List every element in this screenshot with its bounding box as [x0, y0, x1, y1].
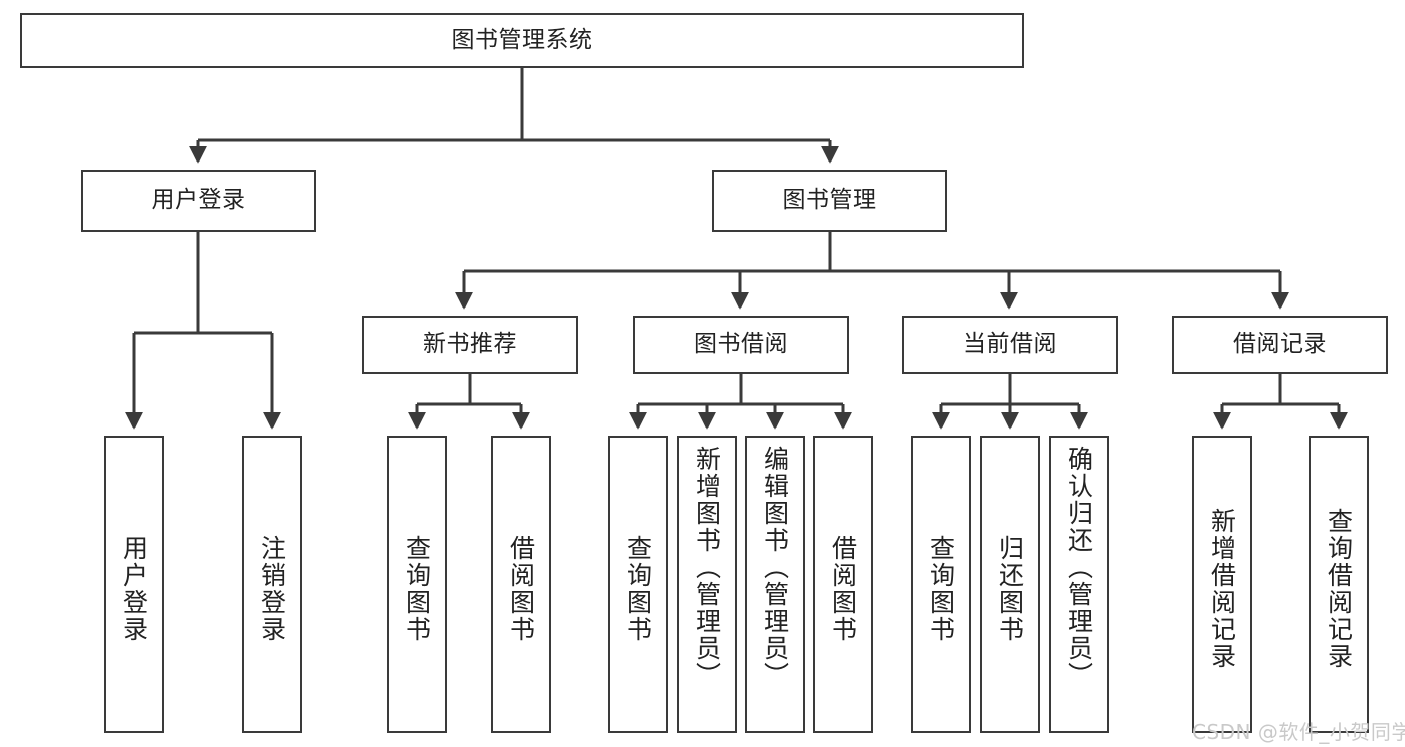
leaf-borrow-book-2[interactable]: 借阅图书	[813, 436, 873, 733]
leaf-query-book-3[interactable]: 查询图书	[911, 436, 971, 733]
leaf-borrow-book-1[interactable]: 借阅图书	[491, 436, 551, 733]
leaf-return-book-label: 归还图书	[995, 534, 1025, 643]
leaf-confirm-return-label: 确认归还（管理员）	[1064, 446, 1094, 689]
leaf-confirm-return[interactable]: 确认归还（管理员）	[1049, 436, 1109, 733]
csdn-watermark: CSDN @软件_小贺同学	[1192, 720, 1405, 744]
node-user-login[interactable]: 用户登录	[81, 170, 316, 232]
leaf-user-login-label: 用户登录	[119, 534, 149, 643]
leaf-user-login[interactable]: 用户登录	[104, 436, 164, 733]
leaf-edit-book-label: 编辑图书（管理员）	[760, 446, 790, 689]
leaf-query-book-1-label: 查询图书	[402, 534, 432, 643]
leaf-query-book-3-label: 查询图书	[926, 534, 956, 643]
leaf-add-book-label: 新增图书（管理员）	[692, 446, 722, 689]
leaf-query-book-2[interactable]: 查询图书	[608, 436, 668, 733]
leaf-add-record[interactable]: 新增借阅记录	[1192, 436, 1252, 733]
node-user-login-label: 用户登录	[151, 187, 246, 214]
leaf-borrow-book-1-label: 借阅图书	[506, 534, 536, 643]
node-new-book-recommend[interactable]: 新书推荐	[362, 316, 578, 374]
node-book-borrow[interactable]: 图书借阅	[633, 316, 849, 374]
node-root-label: 图书管理系统	[451, 26, 593, 53]
leaf-query-book-2-label: 查询图书	[623, 534, 653, 643]
node-borrow-record-label: 借阅记录	[1233, 331, 1327, 358]
leaf-return-book[interactable]: 归还图书	[980, 436, 1040, 733]
leaf-logout[interactable]: 注销登录	[242, 436, 302, 733]
leaf-add-book[interactable]: 新增图书（管理员）	[677, 436, 737, 733]
node-new-book-recommend-label: 新书推荐	[423, 331, 517, 358]
leaf-query-record[interactable]: 查询借阅记录	[1309, 436, 1369, 733]
leaf-borrow-book-2-label: 借阅图书	[828, 534, 858, 643]
leaf-query-record-label: 查询借阅记录	[1324, 507, 1354, 670]
node-current-borrow[interactable]: 当前借阅	[902, 316, 1118, 374]
leaf-edit-book[interactable]: 编辑图书（管理员）	[745, 436, 805, 733]
leaf-add-record-label: 新增借阅记录	[1207, 507, 1237, 670]
node-book-borrow-label: 图书借阅	[694, 331, 788, 358]
leaf-logout-label: 注销登录	[257, 534, 287, 643]
node-book-management[interactable]: 图书管理	[712, 170, 947, 232]
node-book-management-label: 图书管理	[782, 187, 877, 214]
leaf-query-book-1[interactable]: 查询图书	[387, 436, 447, 733]
node-current-borrow-label: 当前借阅	[963, 331, 1057, 358]
node-borrow-record[interactable]: 借阅记录	[1172, 316, 1388, 374]
node-root[interactable]: 图书管理系统	[20, 13, 1024, 68]
